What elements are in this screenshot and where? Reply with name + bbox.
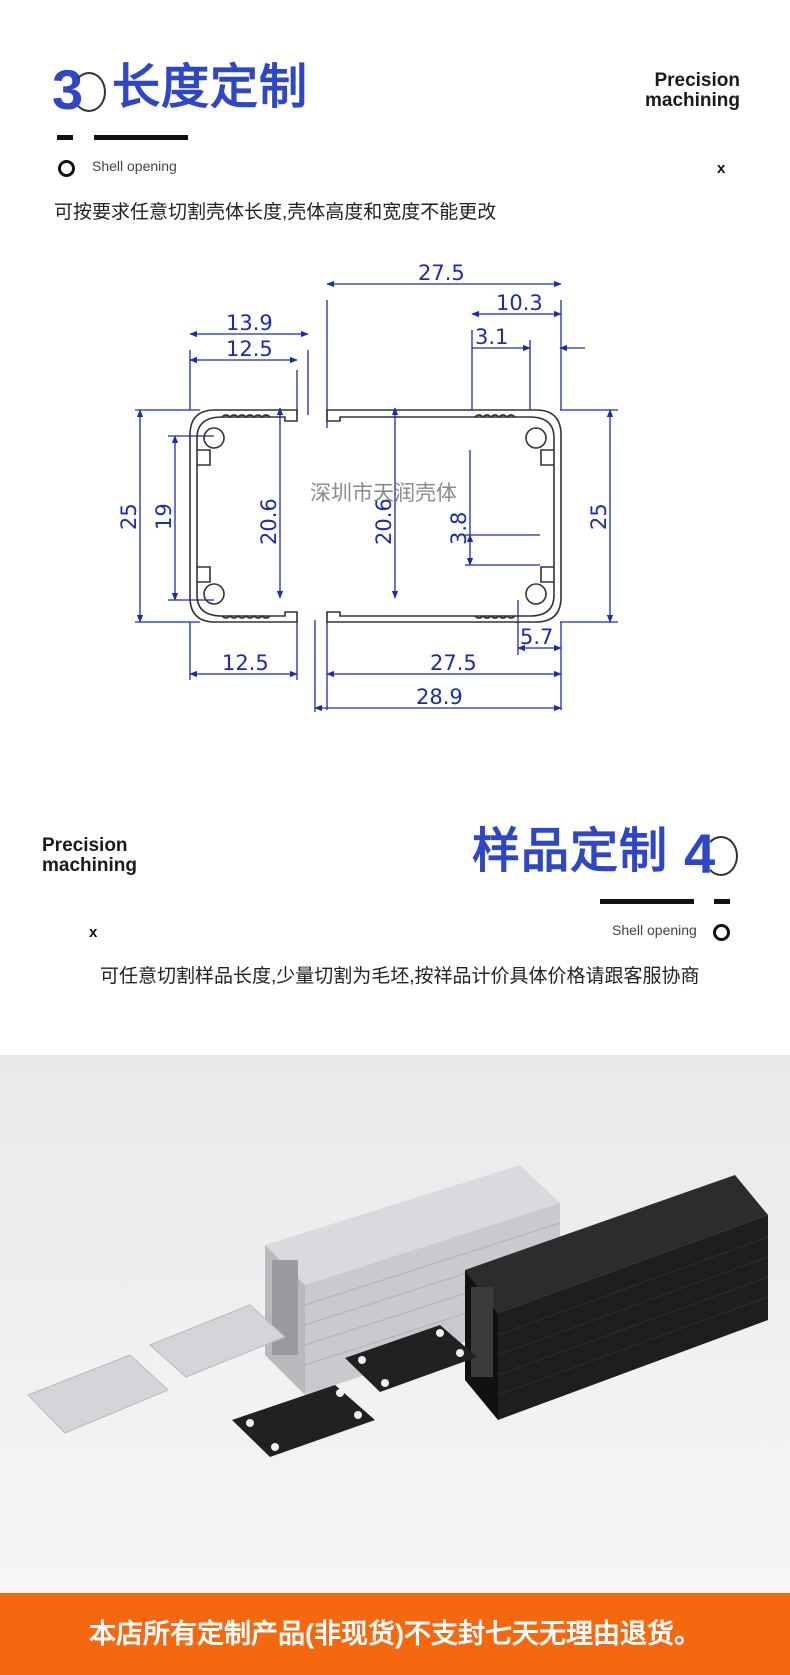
section3-title: 长度定制 [112,61,309,114]
section3-dash-short [57,135,73,140]
dim-19: 19 [152,503,176,530]
section3-shell-opening: Shell opening [92,158,177,174]
dim-12-5-bottom: 12.5 [222,651,269,675]
dim-25-left: 25 [117,503,141,530]
section4-ring-icon [713,924,730,941]
precision-line2: machining [42,855,138,876]
section3-ring-icon [58,160,75,177]
precision-line1: Precision [654,70,740,91]
dim-28-9: 28.9 [416,685,463,709]
section4-arc-decoration [704,836,738,876]
dim-13-9: 13.9 [226,311,273,335]
section3-precision-label: Precision machining [600,71,740,111]
section4-dash-long [600,899,694,904]
dim-27-5-bottom: 27.5 [430,651,477,675]
enclosure-illustration [27,1165,769,1457]
cross-section-drawing: 27.5 10.3 3.1 13.9 12.5 25 19 20.6 20.6 … [117,261,618,712]
section4-dash-short [714,899,730,904]
dim-20-6-mid: 20.6 [372,498,396,545]
product-photo [0,1055,790,1593]
section3-dash-long [94,135,188,140]
section4-precision-label: Precision machining [42,836,202,876]
section3-arc-decoration [72,72,106,112]
precision-line2: machining [644,90,740,111]
footer-notice: 本店所有定制产品(非现货)不支封七天无理由退货。 [0,1593,790,1675]
precision-line1: Precision [42,835,128,856]
section3-description: 可按要求任意切割壳体长度,壳体高度和宽度不能更改 [54,202,497,223]
section4-x-label: x [89,924,98,941]
section3-x-label: x [717,160,726,177]
drawing-watermark: 深圳市天润壳体 [310,481,457,505]
dim-12-5-top: 12.5 [226,337,273,361]
dim-10-3: 10.3 [496,291,543,315]
dim-20-6-left: 20.6 [257,498,281,545]
dim-3-8: 3.8 [447,512,471,545]
dim-3-1: 3.1 [475,325,508,349]
dim-27-5-top: 27.5 [418,261,465,285]
section4-description: 可任意切割样品长度,少量切割为毛坯,按祥品计价具体价格请跟客服协商 [100,966,700,987]
section4-shell-opening: Shell opening [612,922,697,938]
section4-title: 样品定制 [472,825,669,878]
dim-25-right: 25 [587,503,611,530]
dim-5-7: 5.7 [520,625,553,649]
